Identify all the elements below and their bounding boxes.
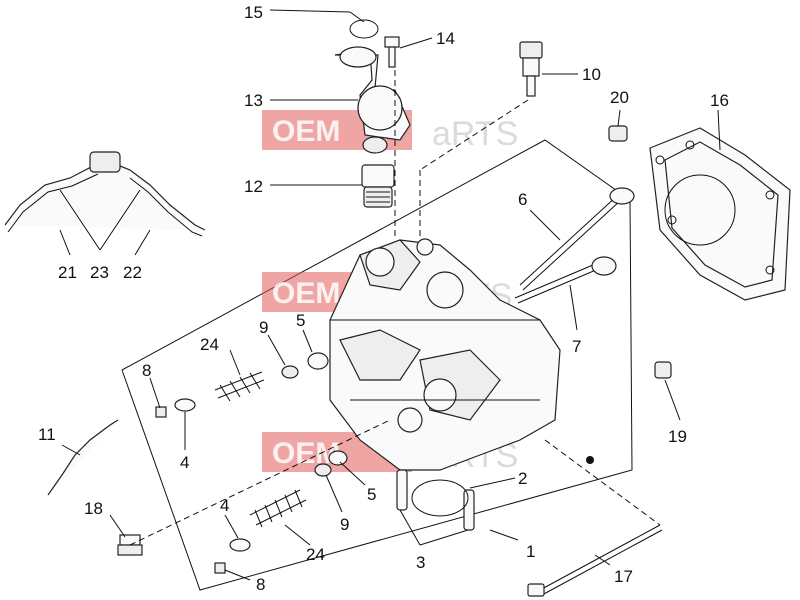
cap-19 bbox=[654, 361, 672, 379]
assembly-frame bbox=[121, 139, 633, 591]
valve-retainer-lower bbox=[229, 538, 251, 552]
watermark-brand: OEM bbox=[272, 437, 340, 470]
callout-7: 7 bbox=[572, 337, 581, 356]
callout-labels: 15 14 13 12 10 20 16 6 7 21 23 22 24 9 5… bbox=[38, 3, 729, 594]
callout-9: 9 bbox=[259, 318, 268, 337]
valve-retainer-upper bbox=[174, 398, 196, 412]
leader-lines bbox=[59, 9, 721, 581]
cap-20 bbox=[608, 125, 628, 142]
valve-spring-upper bbox=[214, 371, 265, 402]
circlip bbox=[349, 19, 379, 39]
callout-8: 8 bbox=[256, 575, 265, 594]
callout-12: 12 bbox=[244, 177, 263, 196]
callout-8: 8 bbox=[142, 361, 151, 380]
valve-exhaust bbox=[514, 256, 617, 304]
oil-pipe bbox=[47, 419, 119, 496]
callout-4: 4 bbox=[220, 496, 229, 515]
dowel-pin bbox=[396, 469, 408, 511]
callout-22: 22 bbox=[123, 263, 142, 282]
assembly-lines bbox=[129, 60, 661, 546]
callout-4: 4 bbox=[180, 453, 189, 472]
valve-seal-lower bbox=[314, 463, 332, 477]
callout-1: 1 bbox=[526, 542, 535, 561]
washer-upper bbox=[307, 352, 329, 370]
valve-cotter-upper bbox=[155, 406, 167, 418]
callout-13: 13 bbox=[244, 91, 263, 110]
o-ring bbox=[411, 479, 469, 517]
callout-24: 24 bbox=[306, 545, 325, 564]
cylinder-head bbox=[329, 238, 561, 471]
callout-10: 10 bbox=[582, 65, 601, 84]
callout-9: 9 bbox=[340, 515, 349, 534]
callout-24: 24 bbox=[200, 335, 219, 354]
watermark-brand: OEM bbox=[272, 115, 340, 148]
valve-cotter-lower bbox=[214, 562, 226, 574]
callout-19: 19 bbox=[668, 427, 687, 446]
callout-5: 5 bbox=[296, 311, 305, 330]
callout-16: 16 bbox=[710, 91, 729, 110]
coolant-hose-assembly bbox=[4, 151, 206, 237]
callout-2: 2 bbox=[518, 469, 527, 488]
watermark-brand: OEM bbox=[272, 277, 340, 310]
callout-6: 6 bbox=[518, 190, 527, 209]
callout-5: 5 bbox=[367, 485, 376, 504]
callout-3: 3 bbox=[416, 553, 425, 572]
callout-11: 11 bbox=[38, 425, 56, 444]
valve-spring-lower bbox=[249, 489, 307, 528]
dowel-pin bbox=[463, 489, 475, 531]
thermostat bbox=[361, 164, 395, 208]
reference-dot bbox=[586, 456, 594, 464]
bolt-14 bbox=[384, 36, 400, 68]
callout-21: 21 bbox=[58, 263, 77, 282]
temperature-sensor bbox=[519, 41, 543, 97]
callout-15: 15 bbox=[244, 3, 263, 22]
valve-intake bbox=[519, 187, 635, 291]
callout-20: 20 bbox=[610, 88, 629, 107]
callout-18: 18 bbox=[84, 499, 103, 518]
callout-17: 17 bbox=[614, 567, 633, 586]
callout-14: 14 bbox=[436, 29, 455, 48]
stud-bolt bbox=[527, 524, 663, 597]
head-gasket bbox=[649, 127, 791, 301]
valve-seal-upper bbox=[281, 365, 299, 379]
washer-lower bbox=[328, 450, 348, 466]
thermostat-housing bbox=[334, 46, 411, 154]
callout-23: 23 bbox=[90, 263, 109, 282]
